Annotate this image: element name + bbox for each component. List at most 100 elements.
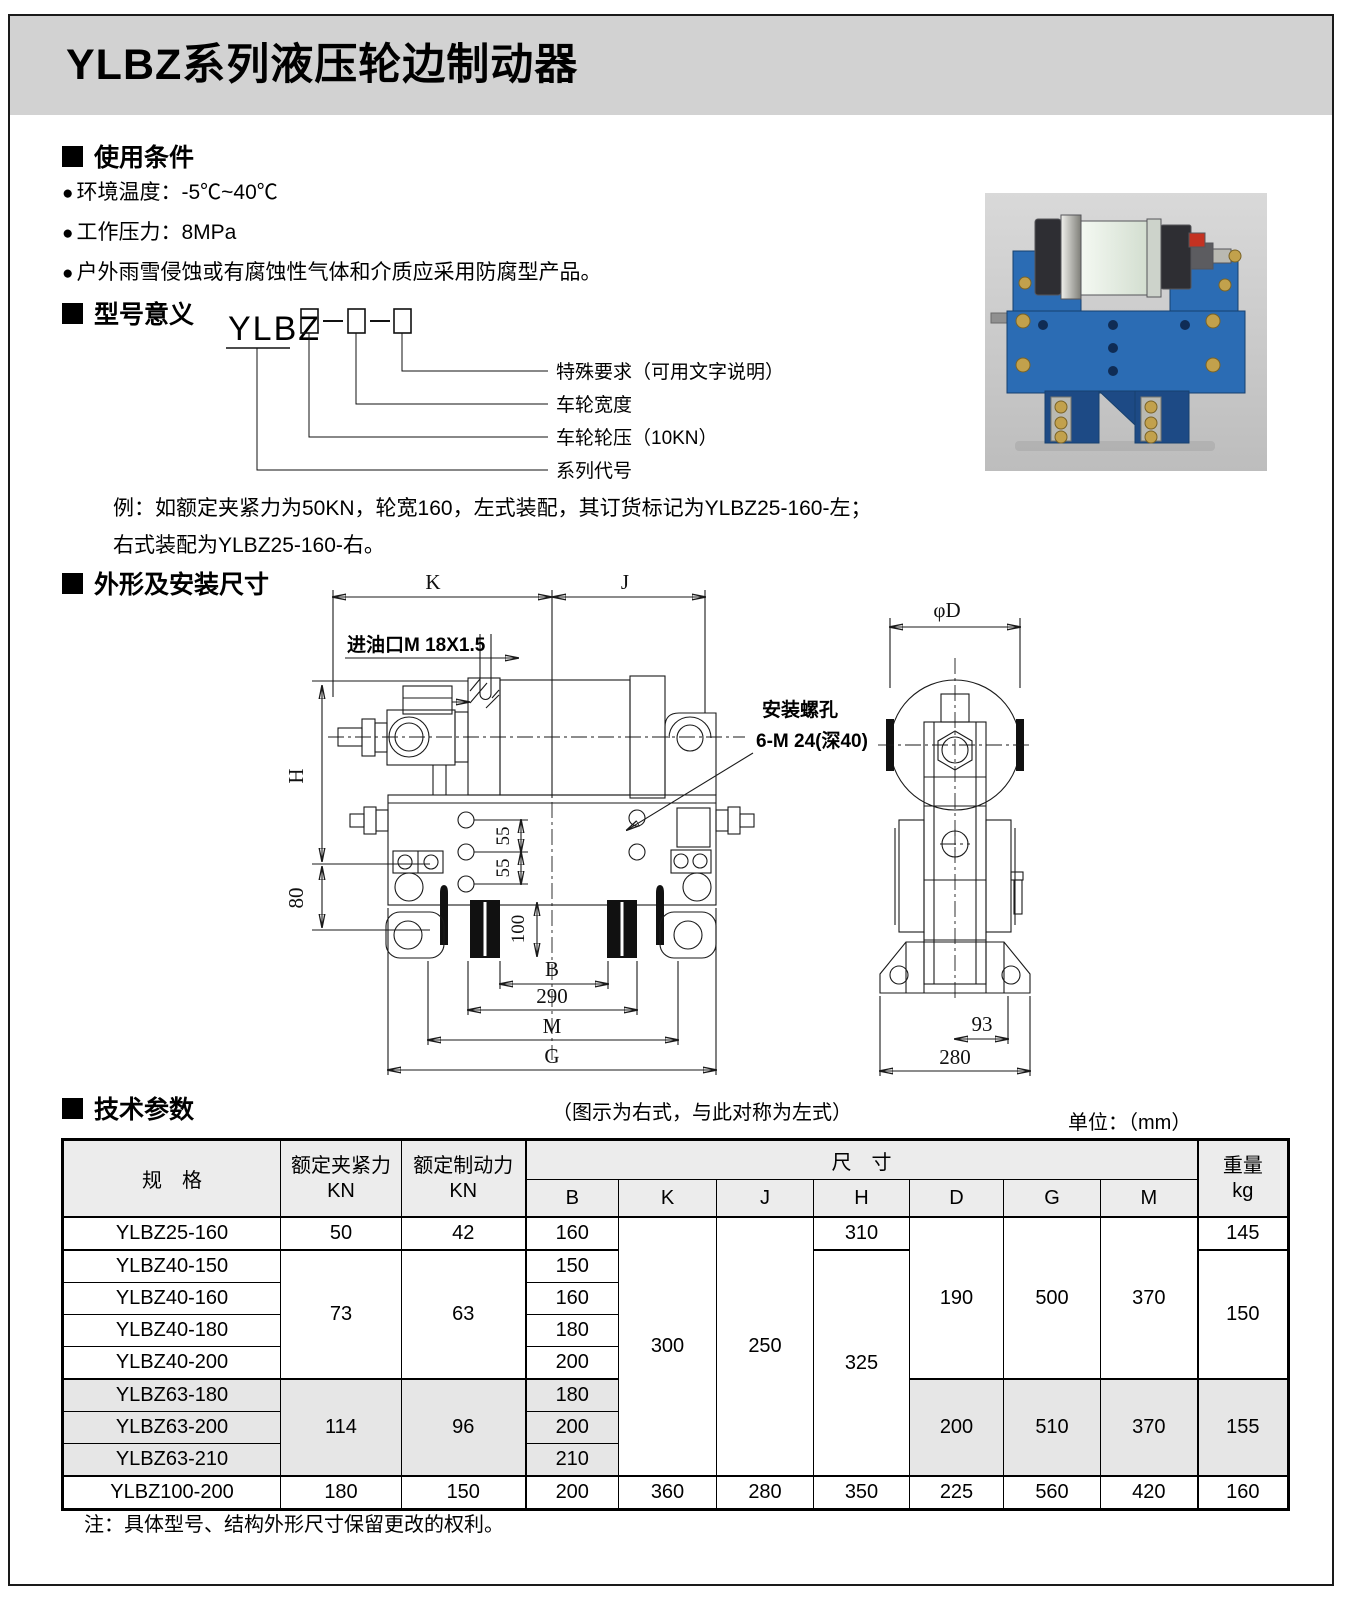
dot-icon: ● [62,183,74,204]
table-row: YLBZ63-200 200 [62,1411,1289,1444]
col-header-M: M [1099,1179,1199,1218]
table-cell: 310 [813,1216,910,1251]
table-cell: 63 [401,1249,526,1380]
model-label-pressure: 车轮轮压（10KN） [556,427,718,449]
dim-label-m: M [543,1014,562,1038]
model-label-special: 特殊要求（可用文字说明） [556,361,784,383]
dim-label-100: 100 [508,915,529,944]
table-cell: 160 [524,1282,619,1315]
table-cell: 180 [524,1314,619,1347]
dim-label-g: G [544,1044,559,1068]
mount-hole-label-1: 安装螺孔 [762,698,838,721]
table-cell: 96 [401,1378,526,1477]
col-header-H: H [813,1179,910,1218]
dot-icon: ● [62,223,74,244]
table-cell: 280 [716,1475,814,1510]
col-header-brake: 额定制动力 KN [401,1139,526,1218]
table-cell: 500 [1003,1216,1101,1380]
header-line: KN [327,1179,355,1202]
table-cell: 300 [618,1216,717,1477]
mount-hole-label-2: 6-M 24(深40) [756,729,868,752]
bullet-text: 工作压力：8MPa [76,221,237,244]
bullet-text: 户外雨雪侵蚀或有腐蚀性气体和介质应采用防腐型产品。 [76,261,602,284]
table-cell: 50 [280,1216,402,1251]
table-cell: 325 [813,1249,910,1477]
table-cell: 210 [524,1443,619,1477]
orientation-caption: （图示为右式，与此对称为左式） [552,1102,852,1124]
table-cell: 510 [1003,1378,1101,1477]
table-row: YLBZ100-200 180 150 200 360 280 350 225 … [62,1475,1290,1510]
title-bar: YLBZ系列液压轮边制动器 [10,16,1332,115]
col-header-B: B [524,1179,619,1218]
header-row-2: B K J H D G M [63,1179,1289,1218]
table-cell: 190 [909,1216,1004,1380]
dim-label-h: H [284,768,308,783]
model-label-width: 车轮宽度 [556,394,632,416]
table-cell: 145 [1196,1216,1290,1251]
section-heading-text: 外形及安装尺寸 [94,571,270,599]
table-cell: 200 [524,1475,619,1510]
table-cell: 150 [401,1475,526,1510]
section-usage-heading: 使用条件 [62,138,194,174]
dot-icon: ● [62,263,74,284]
header-row-1: 规 格 额定夹紧力 KN 额定制动力 KN 尺 寸 重量 kg [62,1139,1290,1218]
section-heading-text: 使用条件 [94,144,195,172]
dim-label-b: B [545,957,559,981]
table-cell: 160 [524,1216,619,1251]
table-cell: YLBZ40-200 [62,1346,281,1380]
table-cell: 114 [280,1378,402,1477]
spec-table-wrapper: 规 格 额定夹紧力 KN 额定制动力 KN 尺 寸 重量 kg B K J H … [61,1138,1291,1511]
square-bullet-icon [62,1097,83,1119]
table-cell: 180 [280,1475,402,1510]
section-heading-text: 技术参数 [94,1096,195,1124]
page-title: YLBZ系列液压轮边制动器 [66,41,579,89]
section-heading-text: 型号意义 [94,301,195,329]
bolts-and-holes [1015,276,1232,444]
table-cell: YLBZ25-160 [62,1216,281,1251]
square-bullet-icon [62,572,83,594]
col-header-K: K [618,1179,717,1218]
table-cell: 250 [716,1216,814,1477]
header-line: kg [1232,1179,1254,1202]
section-outline-heading: 外形及安装尺寸 [62,565,269,601]
product-photo [985,193,1267,471]
header-line: 额定夹紧力 [291,1154,391,1177]
dim-label-j: J [621,570,629,594]
usage-bullet: ●工作压力：8MPa [62,216,236,246]
example-line-1: 例：如额定夹紧力为50KN，轮宽160，左式装配，其订货标记为YLBZ25-16… [113,497,872,520]
dim-label-290: 290 [536,984,568,1008]
model-box-3 [393,308,412,334]
table-cell: 150 [524,1249,619,1283]
unit-label: 单位：（mm） [1068,1112,1192,1134]
table-row: YLBZ40-180 180 [62,1314,1289,1347]
table-cell: 200 [524,1346,619,1380]
front-view-drawing [312,590,755,1075]
model-code: YLBZ [228,310,321,348]
dim-label-93: 93 [972,1012,993,1036]
header-line: 重量 [1222,1154,1263,1177]
table-cell: 200 [909,1378,1004,1477]
section-params-heading: 技术参数 [62,1090,194,1126]
table-cell: 180 [524,1378,619,1412]
col-header-weight: 重量 kg [1196,1139,1290,1218]
bullet-text: 环境温度：-5℃~40℃ [76,181,278,204]
col-header-clamp: 额定夹紧力 KN [280,1139,402,1218]
dimension-drawings: K J 进油口M 18X1.5 H 80 55 55 100 B 290 M G… [284,570,1032,1076]
model-code-diagram: YLBZ 特殊要求（可用文字说明） 车轮宽度 车轮轮压（10KN） 系列代号 [226,308,784,482]
table-cell: 155 [1196,1378,1290,1477]
drawing-labels: K J 进油口M 18X1.5 H 80 55 55 100 B 290 M G… [284,570,993,1069]
col-header-size: 尺 寸 [524,1139,1199,1180]
table-cell: 42 [401,1216,526,1251]
table-cell: YLBZ100-200 [62,1475,281,1510]
table-cell: YLBZ40-180 [62,1314,281,1347]
footnote: 注：具体型号、结构外形尺寸保留更改的权利。 [84,1514,504,1536]
table-cell: 370 [1099,1378,1199,1477]
square-bullet-icon [62,302,83,324]
table-cell: 73 [280,1249,402,1380]
header-line: KN [449,1179,478,1202]
table-row: YLBZ25-160 50 42 160 300 250 310 190 500… [62,1216,1290,1477]
example-line-2: 右式装配为YLBZ25-160-右。 [113,534,385,557]
table-cell: YLBZ63-180 [62,1378,281,1412]
table-cell: 150 [1196,1249,1290,1380]
